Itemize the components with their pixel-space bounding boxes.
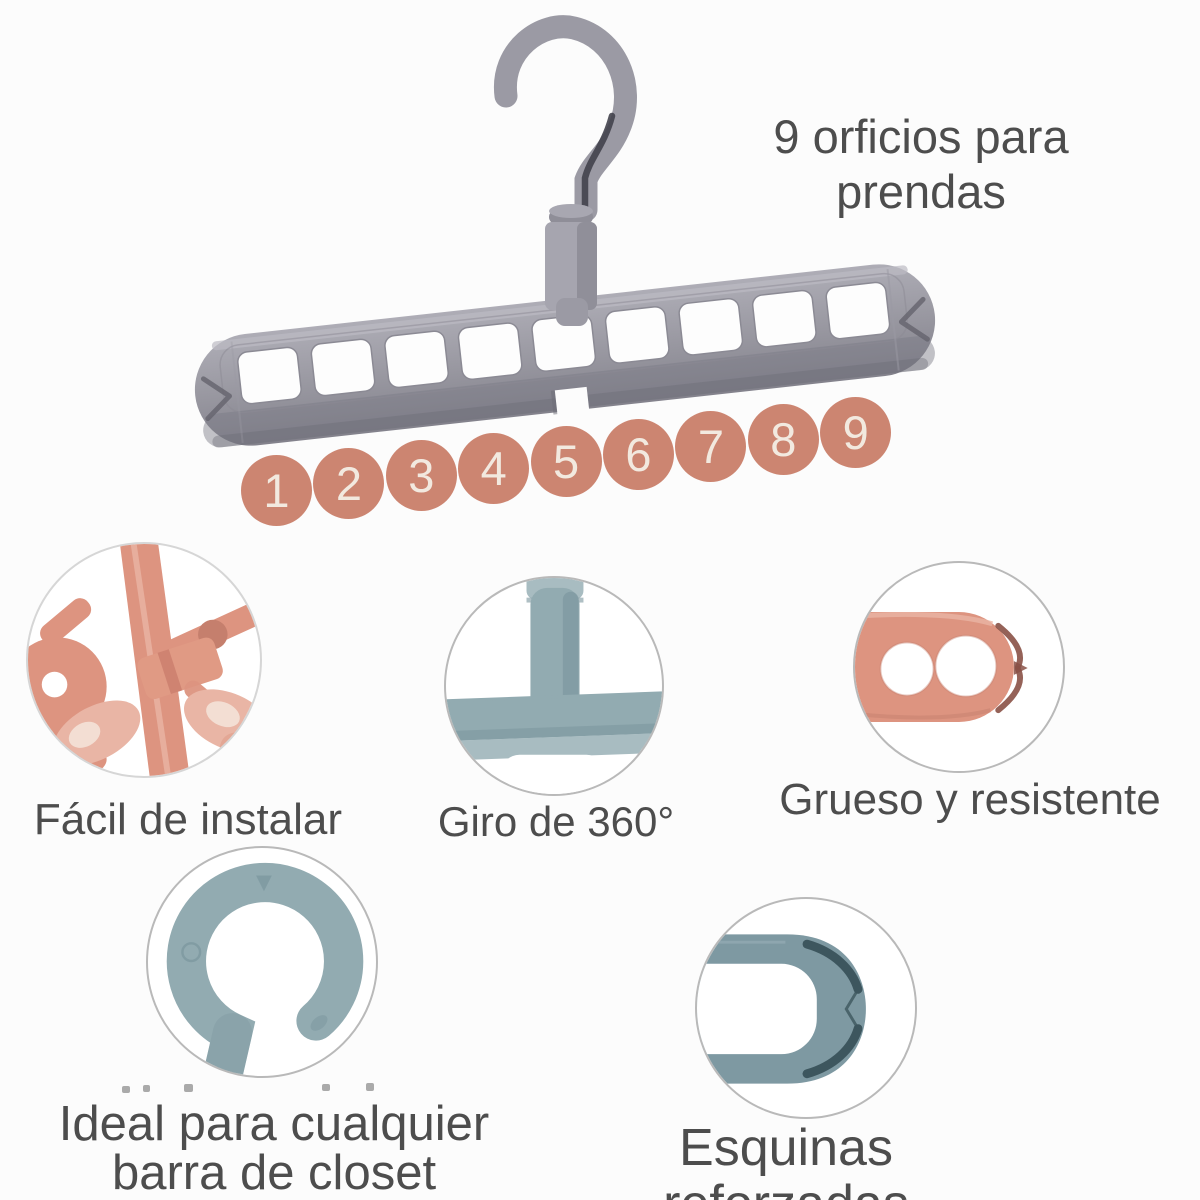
hanger-illustration	[194, 15, 936, 448]
hanger-swivel-joint	[545, 204, 597, 326]
note-line1: 9 orficios para	[773, 110, 1069, 163]
caption-ideal-line2: barra de closet	[111, 1146, 437, 1200]
teal-hook-shape	[166, 862, 364, 1076]
caption-giro-360: Giro de 360°	[437, 798, 675, 845]
note-9-holes: 9 orficios para prendas	[700, 110, 1142, 219]
caption-grueso-resistente: Grueso y resistente	[779, 775, 1161, 824]
end-hole-1	[879, 641, 935, 697]
pink-clamp	[137, 637, 223, 700]
easy-install-photo	[28, 544, 260, 776]
cropped-text-artifact	[366, 1083, 374, 1091]
hole-number-badge-6: 6	[603, 418, 674, 490]
caption-esquinas-reforzadas: Esquinas reforzadas	[663, 1119, 909, 1200]
hole-number-badge-5: 5	[530, 425, 602, 497]
hole-number-badge-4: 4	[458, 433, 530, 505]
corner-photo	[697, 934, 866, 1084]
cropped-text-artifact	[122, 1086, 130, 1093]
caption-ideal-line1: Ideal para cualquier	[58, 1097, 490, 1151]
finger-left	[53, 700, 141, 765]
feature-photo-esquinas-reforzadas	[695, 897, 917, 1119]
corner-hole	[697, 963, 817, 1055]
cropped-text-artifact	[322, 1084, 330, 1091]
hanger-holes	[237, 281, 891, 405]
cropped-text-artifact	[143, 1085, 150, 1092]
hole-number-badge-7: 7	[675, 411, 747, 483]
hole-number-badge-3: 3	[385, 440, 457, 512]
feature-photo-giro-360	[444, 576, 664, 796]
caption-ideal-barra: Ideal para cualquier barra de closet	[46, 1100, 502, 1198]
hole-number-badge-9: 9	[820, 396, 892, 468]
caption-facil-instalar: Fácil de instalar	[33, 795, 343, 844]
hook-photo	[166, 862, 364, 1076]
feature-photo-facil-instalar	[26, 542, 262, 778]
swivel-photo	[446, 578, 662, 794]
hole-number-badge-8: 8	[747, 403, 819, 475]
hanger-hook-icon	[493, 15, 637, 222]
hole-number-badge-1: 1	[241, 455, 312, 526]
thick-end-photo	[855, 611, 1028, 722]
hole-number-badge-2: 2	[313, 447, 385, 519]
cropped-text-artifact	[184, 1084, 193, 1092]
feature-photo-ideal-barra	[146, 846, 378, 1078]
note-line2: prendas	[836, 164, 1006, 218]
crossbar-cutout	[500, 754, 606, 794]
feature-photo-grueso-resistente	[853, 561, 1065, 773]
end-hole-2	[934, 634, 998, 698]
